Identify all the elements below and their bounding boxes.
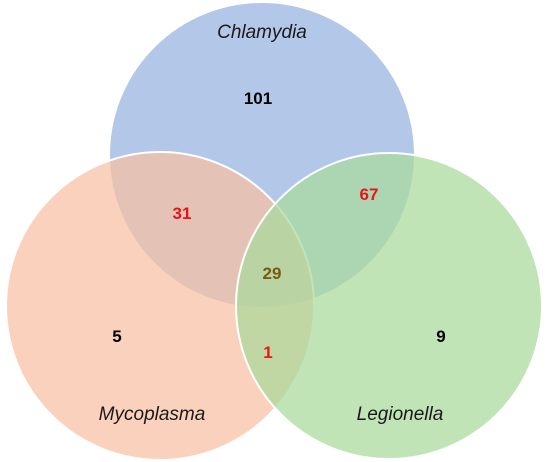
count-all-three: 29 bbox=[263, 264, 282, 283]
legionella-circle bbox=[235, 152, 543, 460]
legionella-label: Legionella bbox=[357, 404, 444, 425]
count-chlamydia-only: 101 bbox=[244, 89, 272, 108]
count-mycoplasma-only: 5 bbox=[112, 327, 121, 346]
chlamydia-label: Chlamydia bbox=[217, 22, 307, 43]
mycoplasma-label: Mycoplasma bbox=[99, 404, 206, 425]
count-legionella-only: 9 bbox=[436, 327, 445, 346]
count-chlamydia-legionella: 67 bbox=[360, 185, 379, 204]
count-mycoplasma-legionella: 1 bbox=[263, 343, 272, 362]
count-chlamydia-mycoplasma: 31 bbox=[173, 204, 192, 223]
